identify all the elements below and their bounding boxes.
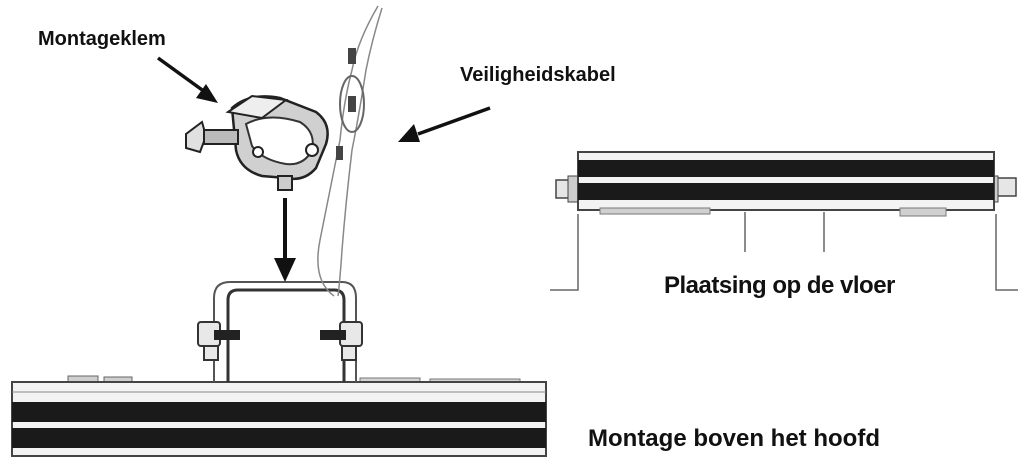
safety-cable-label: Veiligheidskabel [460, 64, 616, 86]
clamp-to-bracket-arrow [274, 198, 296, 282]
clamp-illustration [185, 94, 329, 191]
floor-fixture [550, 151, 1018, 291]
cable-label-arrow [398, 106, 491, 142]
floor-placement-label: Plaatsing op de vloer [664, 272, 895, 299]
clamp-label-arrow [156, 56, 218, 103]
overhead-fixture [11, 375, 547, 457]
clamp-label: Montageklem [38, 28, 166, 50]
safety-cable [317, 5, 383, 297]
mounting-bracket [197, 281, 363, 382]
overhead-mounting-label: Montage boven het hoofd [588, 425, 880, 452]
